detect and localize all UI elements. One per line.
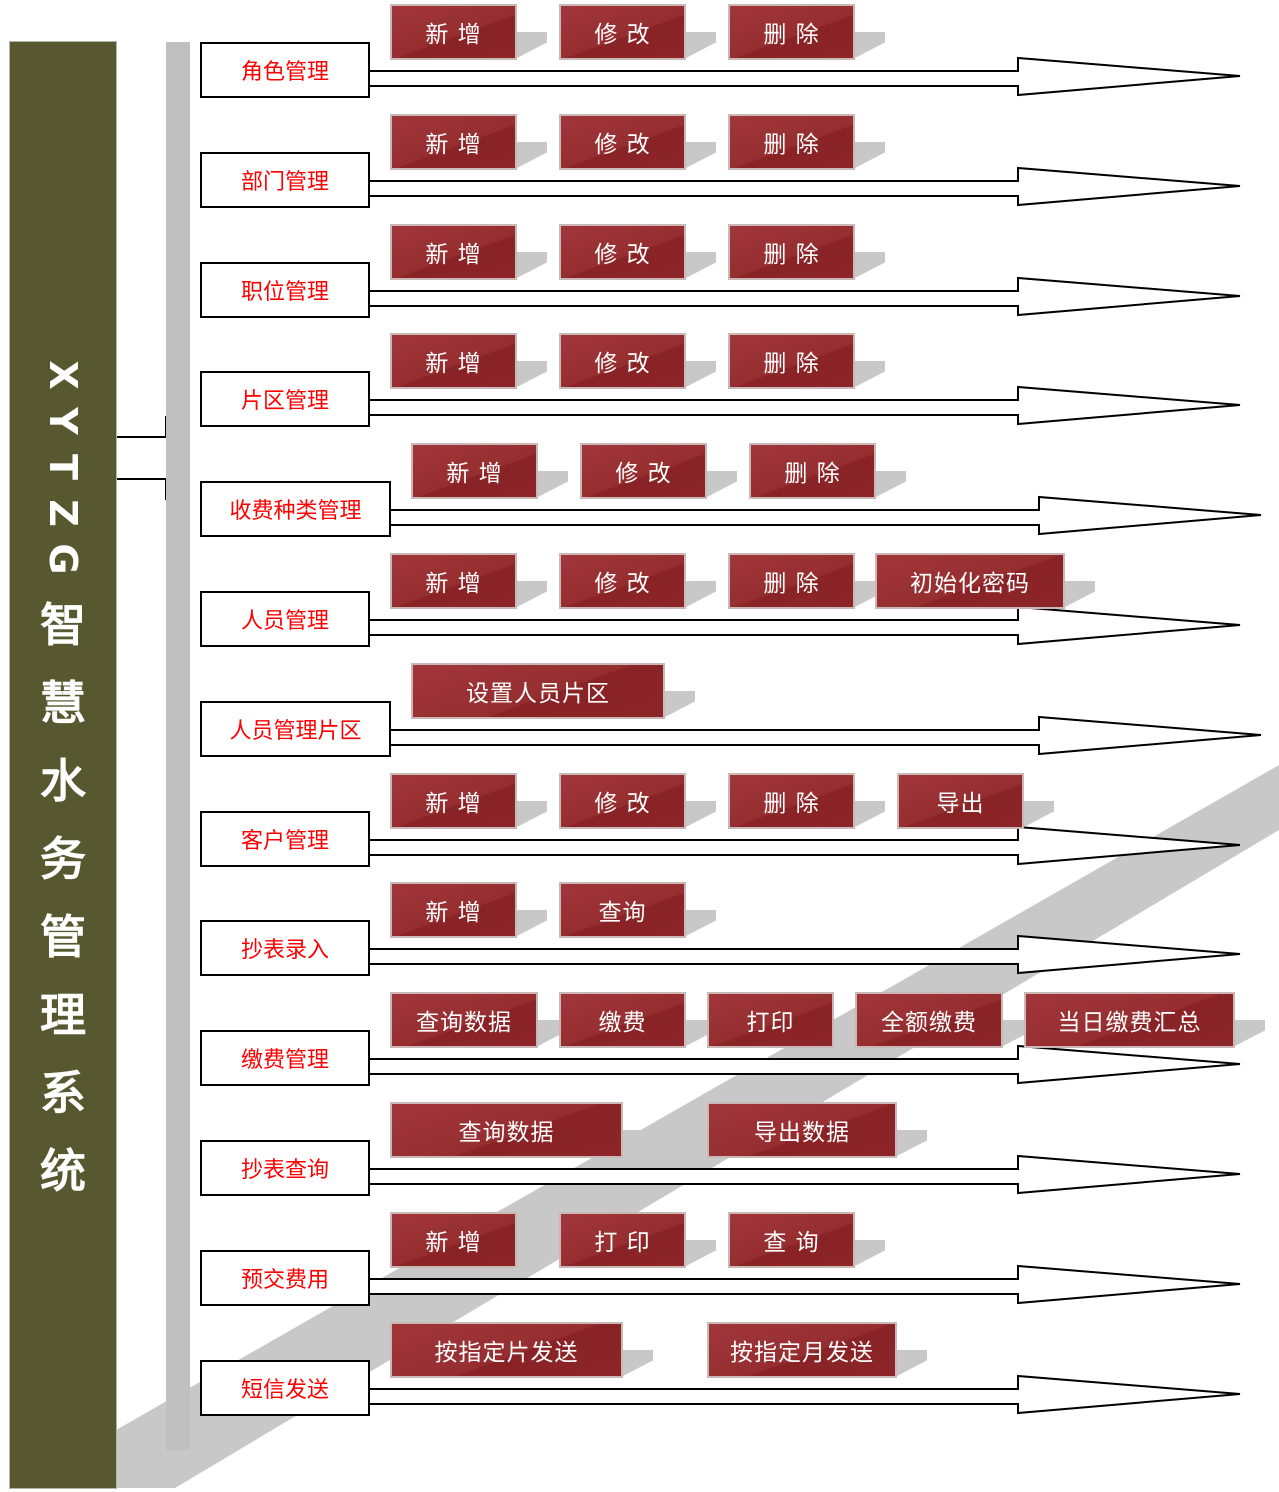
action-button[interactable]: 删 除 (728, 553, 855, 609)
flow-arrow (367, 56, 1241, 97)
action-button[interactable]: 修 改 (559, 773, 686, 829)
module-label: 收费种类管理 (229, 499, 362, 524)
module-label: 预交费用 (240, 1268, 329, 1293)
module-5[interactable]: 收费种类管理 (200, 481, 391, 537)
action-button[interactable]: 修 改 (580, 443, 707, 499)
module-7[interactable]: 人员管理片区 (200, 701, 391, 757)
arrows-group (367, 56, 1262, 1415)
module-1[interactable]: 角色管理 (200, 42, 370, 98)
action-button[interactable]: 打印 (707, 992, 834, 1048)
module-label: 短信发送 (240, 1378, 329, 1403)
flow-arrow (367, 276, 1241, 317)
vertical-spine (166, 42, 190, 1450)
action-button[interactable]: 修 改 (559, 4, 686, 60)
system-title-cjk: 智慧水务管理系统 (10, 586, 116, 1210)
action-button[interactable]: 当日缴费汇总 (1024, 992, 1235, 1048)
flow-arrow (367, 605, 1241, 646)
action-button[interactable]: 删 除 (728, 224, 855, 280)
module-label: 抄表录入 (240, 938, 329, 963)
title-char: 管 (40, 910, 86, 964)
action-button[interactable]: 删 除 (728, 4, 855, 60)
module-6[interactable]: 人员管理 (200, 591, 370, 647)
action-button[interactable]: 新 增 (390, 882, 517, 938)
module-10[interactable]: 缴费管理 (200, 1030, 370, 1086)
action-button[interactable]: 新 增 (390, 114, 517, 170)
action-button[interactable]: 新 增 (390, 333, 517, 389)
flow-arrow (367, 825, 1241, 866)
module-label: 职位管理 (240, 280, 329, 305)
module-3[interactable]: 职位管理 (200, 262, 370, 318)
title-char: 理 (40, 988, 86, 1042)
module-9[interactable]: 抄表录入 (200, 920, 370, 976)
flow-arrow (367, 385, 1241, 426)
action-button[interactable]: 新 增 (390, 224, 517, 280)
flow-arrow (367, 934, 1241, 975)
module-2[interactable]: 部门管理 (200, 152, 370, 208)
action-button[interactable]: 设置人员片区 (411, 663, 665, 719)
diagonal-shadow-band (116, 765, 1279, 1488)
action-button[interactable]: 按指定月发送 (707, 1322, 897, 1378)
action-button[interactable]: 修 改 (559, 553, 686, 609)
action-button[interactable]: 删 除 (749, 443, 876, 499)
flow-arrow (367, 1374, 1241, 1415)
module-label: 角色管理 (240, 60, 329, 85)
module-13[interactable]: 短信发送 (200, 1360, 370, 1416)
module-8[interactable]: 客户管理 (200, 811, 370, 867)
module-label: 抄表查询 (240, 1158, 329, 1183)
action-button[interactable]: 全额缴费 (855, 992, 1003, 1048)
flow-arrow (388, 495, 1262, 536)
action-button[interactable]: 缴费 (559, 992, 686, 1048)
action-button[interactable]: 查询 (559, 882, 686, 938)
action-button[interactable]: 新 增 (390, 4, 517, 60)
title-char: 水 (40, 754, 86, 808)
action-button[interactable]: 修 改 (559, 114, 686, 170)
module-label: 部门管理 (240, 170, 329, 195)
action-button[interactable]: 删 除 (728, 773, 855, 829)
action-button[interactable]: 查询数据 (390, 992, 538, 1048)
action-button[interactable]: 打 印 (559, 1212, 686, 1268)
action-button[interactable]: 新 增 (411, 443, 538, 499)
action-button[interactable]: 查询数据 (390, 1102, 623, 1158)
module-11[interactable]: 抄表查询 (200, 1140, 370, 1196)
action-button[interactable]: 修 改 (559, 333, 686, 389)
flow-arrow (367, 1044, 1241, 1085)
module-label: 人员管理片区 (229, 719, 362, 744)
module-label: 缴费管理 (240, 1048, 329, 1073)
module-12[interactable]: 预交费用 (200, 1250, 370, 1306)
action-button[interactable]: 修 改 (559, 224, 686, 280)
module-label: 人员管理 (240, 609, 329, 634)
title-char: 系 (40, 1066, 86, 1120)
title-char: 慧 (40, 676, 86, 730)
action-button[interactable]: 初始化密码 (875, 553, 1065, 609)
flow-arrow (367, 1154, 1241, 1195)
action-button[interactable]: 导出数据 (707, 1102, 897, 1158)
action-button[interactable]: 删 除 (728, 114, 855, 170)
action-button[interactable]: 查 询 (728, 1212, 855, 1268)
action-button[interactable]: 导出 (897, 773, 1024, 829)
action-button[interactable]: 新 增 (390, 553, 517, 609)
module-label: 客户管理 (240, 829, 329, 854)
title-char: 统 (40, 1144, 86, 1198)
title-char: 务 (40, 832, 86, 886)
flow-arrow (388, 715, 1262, 756)
title-letter: G (41, 543, 85, 575)
module-4[interactable]: 片区管理 (200, 371, 370, 427)
action-button[interactable]: 删 除 (728, 333, 855, 389)
title-char: 智 (40, 598, 86, 652)
flow-arrow (367, 166, 1241, 207)
module-label: 片区管理 (240, 389, 329, 414)
action-button[interactable]: 新 增 (390, 1212, 517, 1268)
flow-arrow (367, 1264, 1241, 1305)
action-button[interactable]: 按指定片发送 (390, 1322, 623, 1378)
action-button[interactable]: 新 增 (390, 773, 517, 829)
